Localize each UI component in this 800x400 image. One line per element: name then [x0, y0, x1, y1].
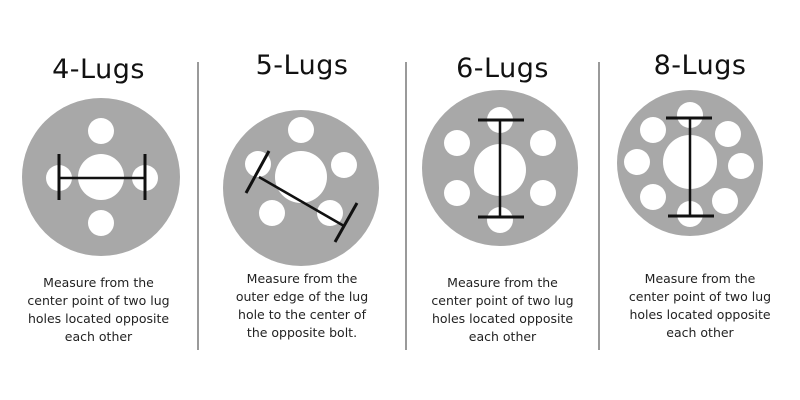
- panel-5-lugs: 5-Lugs Measure from the outer edge of th…: [199, 0, 405, 400]
- panel-description: Measure from the center point of two lug…: [27, 275, 170, 344]
- divider: [598, 62, 600, 350]
- divider: [197, 62, 199, 350]
- panel-6-lugs: 6-Lugs Measure from the center point of …: [407, 0, 598, 400]
- wheel-4-lug-icon: [22, 98, 180, 256]
- divider: [405, 62, 407, 350]
- panel-title: 4-Lugs: [52, 54, 145, 85]
- wheel-6-lug-icon: [422, 90, 578, 246]
- wheel-5-lug-icon: [223, 110, 379, 266]
- panel-description: Measure from the outer edge of the lug h…: [235, 271, 369, 340]
- wheel-8-lug-icon: [617, 90, 763, 236]
- panel-description: Measure from the center point of two lug…: [628, 271, 772, 340]
- panel-title: 8-Lugs: [653, 50, 747, 81]
- panel-description: Measure from the center point of two lug…: [431, 275, 574, 344]
- panel-4-lugs: 4-Lugs Measure from the center point of …: [0, 0, 197, 400]
- panel-title: 5-Lugs: [255, 50, 349, 81]
- panel-8-lugs: 8-Lugs Measure from the center point of …: [600, 0, 800, 400]
- panel-title: 6-Lugs: [456, 53, 549, 84]
